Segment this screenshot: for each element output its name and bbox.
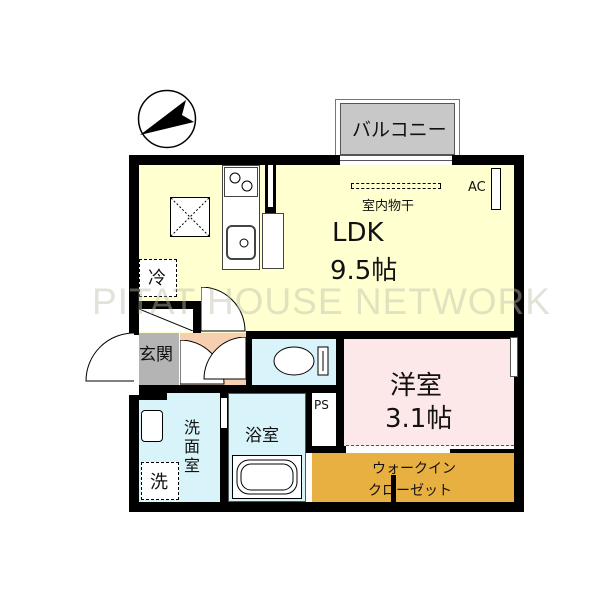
wall-bath-left — [220, 393, 228, 502]
ps-lower — [312, 420, 336, 446]
ventilation-icon — [170, 197, 210, 237]
ldk-size: 9.5帖 — [330, 256, 398, 286]
wall-left-bottom — [129, 395, 139, 512]
wall-top-right — [452, 155, 524, 165]
closet-label-line1: ウォークイン — [372, 461, 456, 477]
fridge-space — [139, 259, 177, 297]
washer-space — [141, 462, 179, 500]
fridge-label: 冷 — [148, 268, 166, 289]
toilet-icon — [272, 342, 334, 380]
balcony-sill — [340, 155, 455, 161]
western-window — [510, 337, 518, 377]
room-western — [344, 339, 514, 446]
north-arrow-icon — [137, 89, 197, 149]
wall-ps-block — [306, 393, 312, 453]
ldk-name: LDK — [332, 218, 384, 248]
washer-label: 洗 — [150, 472, 168, 493]
room-entrance — [139, 333, 179, 385]
western-room-size: 3.1帖 — [385, 404, 453, 434]
wall-closet-top-right — [450, 449, 514, 454]
wall-closet-top-left — [306, 446, 346, 453]
wall-right — [514, 155, 524, 512]
sink-icon — [226, 225, 256, 260]
indoor-drying-label: 室内物干 — [362, 199, 415, 214]
stove-icon — [224, 167, 258, 197]
shoe-storage — [138, 308, 194, 332]
washroom-label: 洗面室 — [184, 418, 201, 475]
wall-bottom — [129, 502, 524, 512]
kitchen-partition-inner — [268, 165, 273, 207]
ac-unit — [491, 168, 501, 210]
wall-left-top — [129, 155, 139, 335]
indoor-drying-rail — [351, 183, 441, 189]
wall-washroom-shelf — [139, 393, 167, 400]
kitchen-counter — [222, 165, 260, 270]
entrance-door[interactable] — [84, 331, 135, 393]
ac-label: AC — [468, 180, 486, 195]
wall-storage-top — [139, 301, 199, 309]
closet-door-rail[interactable] — [346, 445, 514, 449]
balcony-label: バルコニー — [352, 119, 447, 141]
bathroom-label: 浴室 — [245, 426, 279, 446]
wall-storage-right — [193, 301, 201, 333]
room-walk-in-closet — [312, 453, 514, 502]
ps-label: PS — [314, 398, 329, 412]
wall-toilet-bottom — [139, 385, 344, 393]
compass — [137, 89, 197, 149]
toilet-door-swing[interactable] — [203, 336, 247, 381]
wall-toilet-left — [246, 331, 252, 389]
wall-top-left — [129, 155, 340, 165]
western-room-name: 洋室 — [390, 371, 443, 401]
kitchen-side-panel — [262, 213, 284, 269]
wall-ldk-bottom — [246, 331, 514, 339]
entrance-label: 玄関 — [139, 345, 173, 365]
closet-post — [391, 475, 396, 503]
ps-shaft — [312, 395, 336, 417]
ldk-door[interactable] — [200, 286, 249, 334]
bathtub-icon — [232, 455, 302, 499]
washbasin-icon — [141, 410, 163, 442]
balcony — [340, 103, 455, 155]
closet-label-line2: クローゼット — [368, 483, 452, 499]
bath-door[interactable] — [221, 398, 227, 428]
